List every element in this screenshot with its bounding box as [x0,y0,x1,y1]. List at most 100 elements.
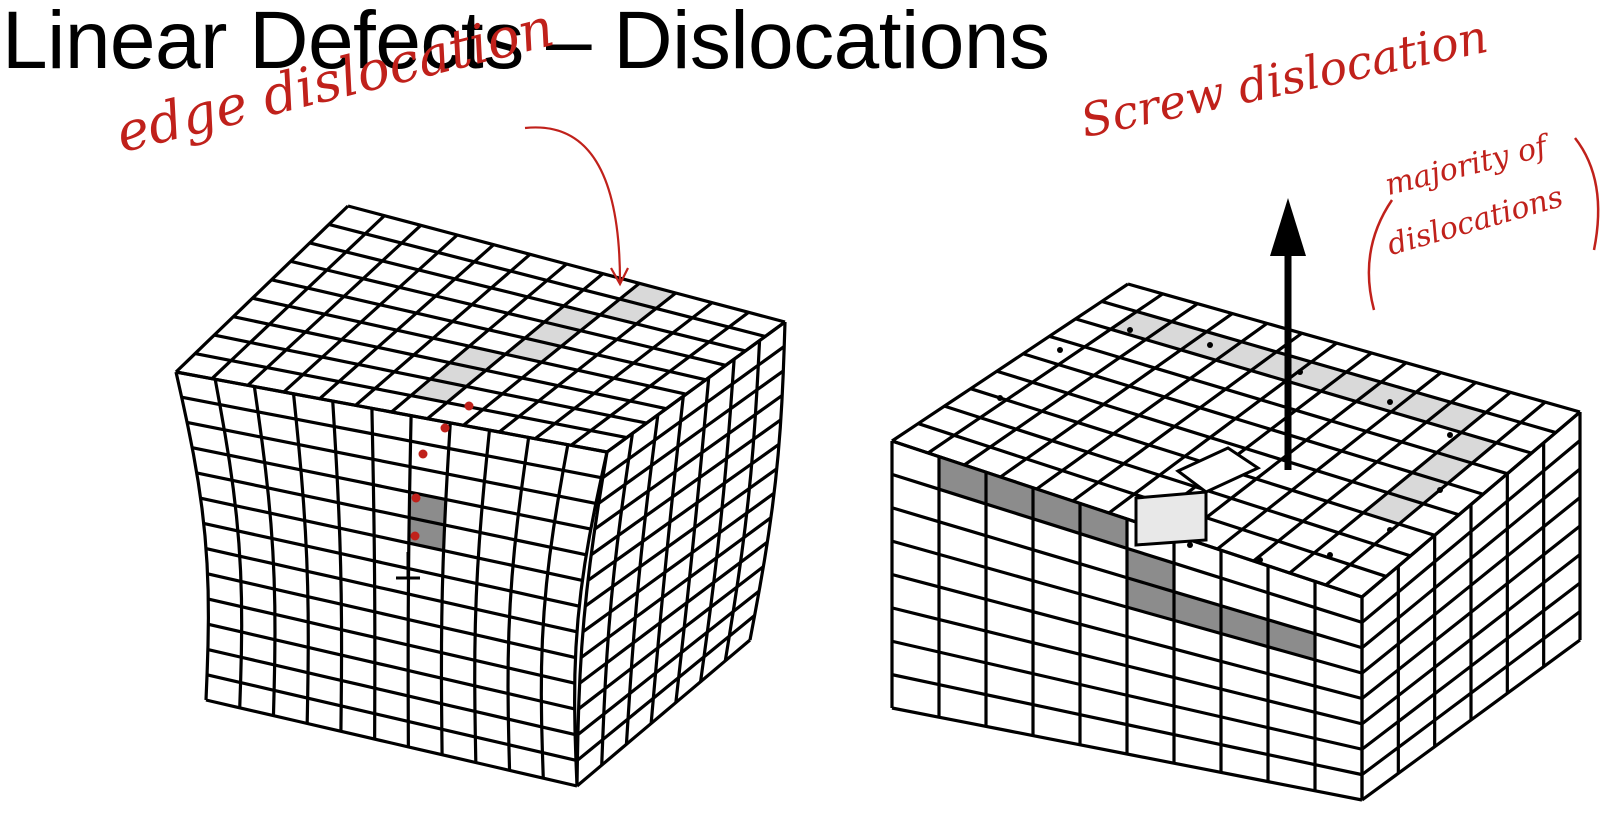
lattice-line [462,282,641,427]
lattice-line [891,606,1363,726]
lattice-line [1127,282,1581,414]
lattice-line [181,395,602,480]
lattice-line [593,394,784,531]
lattice-line [191,446,592,531]
dislocation-dot [1127,327,1133,333]
dislocation-dot [1207,342,1213,348]
lattice-line [213,333,647,425]
lattice-line [271,278,707,382]
lattice-line [723,340,762,662]
lattice-line [1252,381,1477,563]
lattice-line [578,540,769,685]
dislocation-dot [1187,542,1193,548]
lattice-line [539,444,570,779]
lattice-line [210,214,386,380]
lattice-line [1071,331,1303,503]
screw-dislocation-block [890,198,1582,802]
lattice-line [207,597,576,685]
dislocation-dot [1437,487,1443,493]
lattice-line [999,312,1234,479]
lattice-line [996,369,1460,517]
lattice-line [1180,361,1408,539]
lattice-line [891,282,1129,443]
lattice-line [891,673,1363,777]
dislocation-dot [1387,527,1393,533]
lattice-line [1035,322,1269,491]
dislocation-marker-dot [464,401,474,411]
lattice-line [943,404,1411,558]
lattice-line [576,614,756,762]
lattice-line [891,706,1363,802]
lattice-line [186,420,597,505]
lattice-line [246,224,422,387]
lattice-line [1075,317,1533,455]
dislocation-dot [1297,369,1303,375]
step-cube-front [1134,490,1208,547]
lattice-line [891,472,1363,624]
lattice-line [576,589,761,736]
lattice-line [927,292,1164,455]
lattice-line [1048,334,1508,476]
lattice-line [370,408,377,740]
lattice-line [194,351,628,440]
lattice-line [1360,410,1582,599]
lattice-line [207,572,576,660]
lattice-line [1288,391,1512,575]
dislocation-marker-dot [411,493,421,503]
lattice-line [1361,638,1581,802]
lattice-line [575,451,609,787]
lattice-line [252,296,687,396]
lattice-line [600,433,635,766]
lattice-line [390,262,568,414]
lattice-line [748,321,787,641]
lattice-line [601,345,786,479]
lattice-line [174,204,350,374]
lattice-line [233,315,667,411]
lattice-line [498,291,677,434]
dislocation-dot [1447,432,1453,438]
pointer-arrowhead-icon [610,267,629,287]
lattice-line [309,241,746,353]
lattice-line [473,430,492,763]
lattice-line [534,301,714,440]
lattice-line [506,437,531,771]
lattice-line [891,639,1363,751]
dislocation-dot [1387,399,1393,405]
lattice-line [587,443,780,582]
lattice-line [1216,371,1442,551]
lattice-line [207,647,576,737]
dislocation-marker-dot [418,449,428,459]
lattice-line [1361,524,1581,700]
lattice-line [584,467,778,608]
lattice-line [891,439,1363,599]
lattice-line [1022,352,1484,496]
lattice-line [196,471,587,557]
lattice-line [328,222,766,338]
arrow-head-icon [1270,198,1306,256]
lattice-line [439,422,452,755]
lattice-line [175,370,608,454]
lattice-line [570,311,750,447]
lattice-line [282,233,459,394]
lattice-line [624,414,660,745]
lattice-line [203,521,580,608]
lattice-line [1360,439,1582,624]
annotation-marks [396,126,1600,580]
lattice-line [575,638,752,788]
shaded-cell [408,517,445,551]
note-left-paren [1367,199,1394,311]
lattice-line [1360,496,1582,675]
lattice-line [354,253,532,407]
lattice-line [1361,581,1581,751]
lattice-line [674,377,711,703]
lattice-line [1360,467,1582,649]
lattice-line [331,400,344,732]
lattice-line [1107,341,1338,515]
lattice-line [891,506,1363,650]
lattice-line [318,243,495,400]
lattice-line [597,369,785,505]
dislocation-dot [1257,557,1263,563]
lattice-line [963,302,1199,467]
lattice-line [426,272,604,420]
